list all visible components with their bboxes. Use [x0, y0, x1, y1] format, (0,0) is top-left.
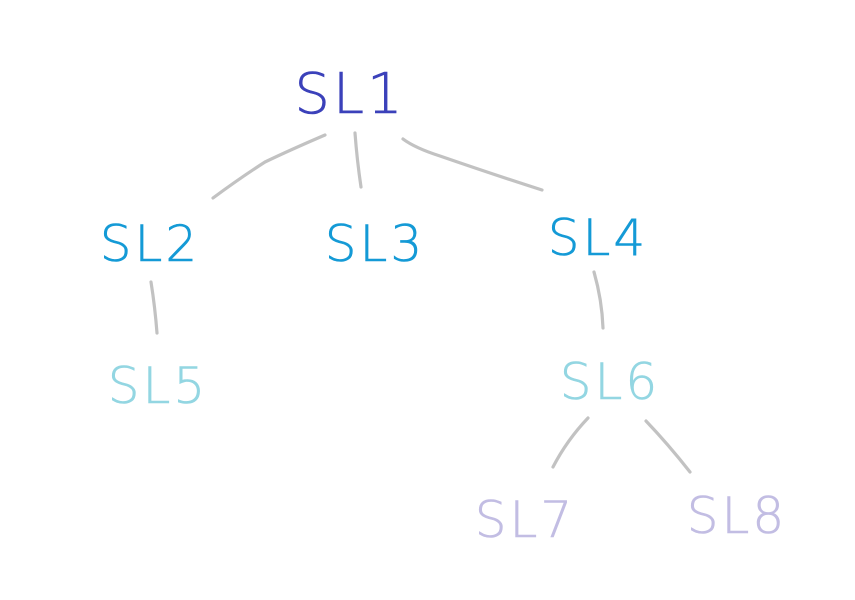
edge-sl1-to-sl4: [401, 137, 544, 192]
edges-layer: [149, 131, 692, 474]
node-sl1: SL1: [294, 62, 405, 127]
node-sl2: SL2: [100, 215, 200, 273]
edge-sl2-to-sl5: [149, 280, 159, 335]
edge-sl6-to-sl7: [551, 416, 590, 469]
edge-sl4-to-sl6: [592, 270, 605, 330]
nodes-layer: SL1 SL2 SL3 SL4 SL5 SL6 SL7 SL8: [99, 62, 787, 550]
edge-sl6-to-sl8: [644, 419, 692, 474]
edge-sl1-to-sl2: [211, 133, 327, 200]
node-sl7: SL7: [475, 491, 575, 549]
edge-sl1-to-sl3: [353, 131, 363, 189]
node-sl3: SL3: [325, 215, 425, 273]
node-sl4: SL4: [548, 209, 648, 267]
node-sl6: SL6: [560, 353, 660, 411]
node-sl5: SL5: [108, 357, 208, 415]
node-sl8: SL8: [687, 487, 787, 545]
